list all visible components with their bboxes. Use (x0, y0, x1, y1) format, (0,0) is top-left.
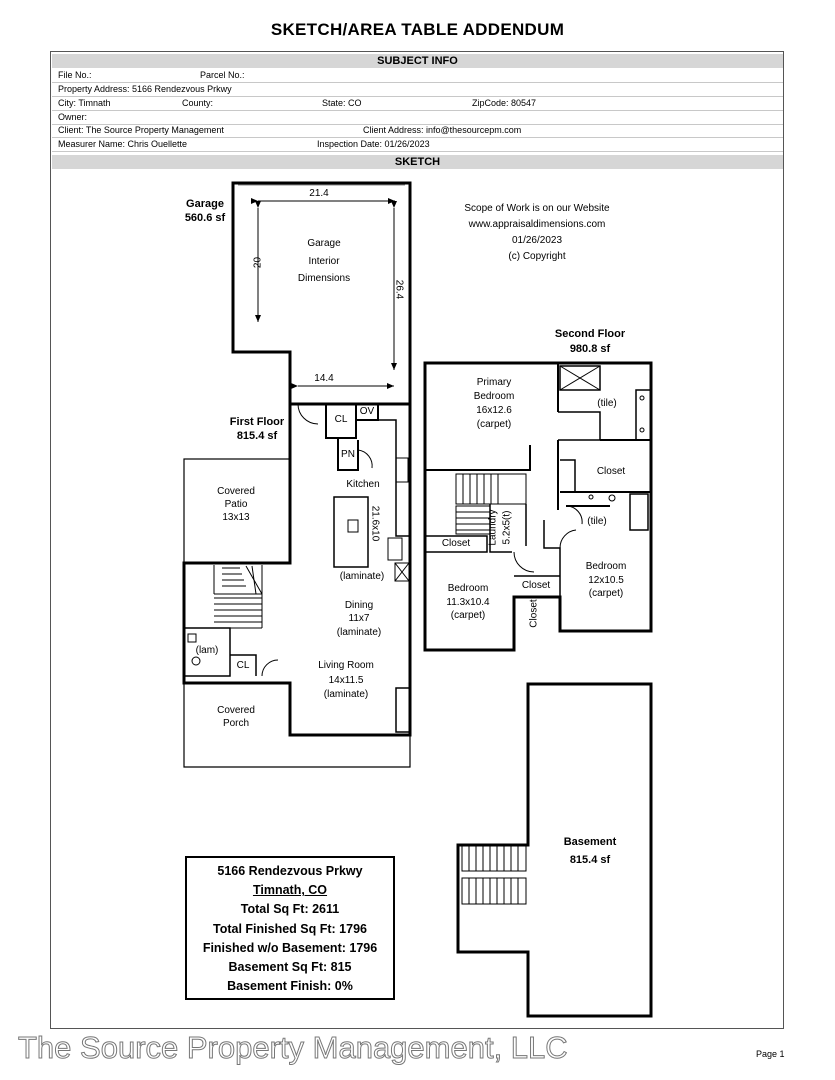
inspection-date: Inspection Date: 01/26/2023 (317, 139, 430, 149)
bedroom-2-l1: Bedroom (447, 583, 489, 594)
garage-dim-top: 21.4 (309, 188, 329, 199)
sketch-header: SKETCH (52, 155, 783, 169)
info-row-measurer: Measurer Name: Chris Ouellette Inspectio… (52, 138, 783, 152)
measurer-name: Measurer Name: Chris Ouellette (58, 139, 188, 149)
info-row-client: Client: The Source Property Management C… (52, 124, 783, 138)
garage-interior-l3: Dimensions (297, 273, 351, 284)
oven-ov: OV (359, 406, 375, 417)
addendum-frame (50, 51, 784, 1029)
client-address: Client Address: info@thesourcepm.com (363, 125, 522, 135)
covered-porch-l1: Covered (217, 705, 255, 716)
primary-bedroom-l2: Bedroom (473, 391, 515, 402)
info-row-city: City: Timnath County: State: CO ZipCode:… (52, 97, 783, 111)
closet-vertical: Closet (528, 599, 540, 628)
primary-bath-tile: (tile) (597, 398, 617, 409)
client: Client: The Source Property Management (58, 125, 224, 135)
living-l2: 14x11.5 (328, 675, 364, 686)
primary-bedroom-l1: Primary (476, 377, 512, 388)
dining-l2: 11x7 (348, 613, 370, 624)
basement-outline (456, 682, 653, 1018)
scope-line-1: Scope of Work is on our Website (464, 203, 610, 214)
laundry-l2: 5.2x5(t) (501, 510, 513, 545)
closet-left: Closet (441, 538, 471, 549)
garage-area: 560.6 sf (184, 212, 226, 224)
info-row-address: Property Address: 5166 Rendezvous Prkwy (52, 83, 783, 97)
closet-cl: CL (334, 414, 348, 425)
closet-primary: Closet (596, 466, 626, 477)
area-summary-box: 5166 Rendezvous Prkwy Timnath, CO Total … (185, 856, 395, 1000)
garage-interior-l2: Interior (308, 256, 340, 267)
dining-l3: (laminate) (336, 627, 382, 638)
watermark: The Source Property Management, LLC (18, 1030, 569, 1066)
first-floor-area: 815.4 sf (236, 430, 278, 442)
primary-bedroom-l4: (carpet) (476, 419, 512, 430)
second-floor-area: 980.8 sf (569, 343, 611, 355)
closet-cl-2: CL (236, 660, 250, 671)
bath-2-tile: (tile) (587, 516, 607, 527)
garage-dimension-arrows (251, 198, 397, 389)
info-row-owner: Owner: (52, 111, 783, 125)
county: County: (182, 98, 214, 108)
summary-basement-finish: Basement Finish: 0% (227, 979, 353, 994)
owner: Owner: (58, 112, 88, 122)
state: State: CO (322, 98, 362, 108)
living-l3: (laminate) (323, 689, 369, 700)
garage-dim-left: 20 (252, 256, 264, 269)
summary-address: 5166 Rendezvous Prkwy (217, 864, 363, 878)
page-number: Page 1 (756, 1049, 785, 1059)
bedroom-2-l3: (carpet) (450, 610, 486, 621)
powder-room-floor: (lam) (195, 645, 219, 656)
covered-patio-l3: 13x13 (222, 512, 250, 523)
basement-title: Basement (563, 836, 617, 848)
second-floor-title: Second Floor (554, 328, 626, 340)
kitchen-floor: (laminate) (339, 571, 385, 582)
garage-dim-right: 26.4 (393, 279, 405, 300)
garage-interior-l1: Garage (307, 238, 341, 249)
covered-porch-outline (183, 683, 411, 768)
first-floor-title: First Floor (229, 416, 285, 428)
summary-total-finished: Total Finished Sq Ft: 1796 (213, 921, 367, 936)
subject-info-header: SUBJECT INFO (52, 54, 783, 68)
covered-porch-l2: Porch (222, 718, 250, 729)
summary-total-sqft: Total Sq Ft: 2611 (240, 902, 340, 917)
info-row-file: File No.: Parcel No.: (52, 69, 783, 83)
covered-patio-outline (183, 458, 291, 564)
covered-patio-l1: Covered (217, 486, 255, 497)
zipcode: ZipCode: 80547 (472, 98, 537, 108)
covered-patio-l2: Patio (224, 499, 248, 510)
summary-basement-sqft: Basement Sq Ft: 815 (228, 960, 352, 975)
bedroom-3-l3: (carpet) (588, 588, 624, 599)
property-address: Property Address: 5166 Rendezvous Prkwy (58, 84, 232, 94)
bedroom-3-l2: 12x10.5 (588, 575, 624, 586)
island-dim: 21.6x10 (369, 505, 381, 542)
scope-line-4: (c) Copyright (508, 251, 566, 262)
kitchen-label: Kitchen (346, 479, 380, 490)
summary-city: Timnath, CO (252, 883, 328, 898)
pantry-pn: PN (341, 449, 355, 460)
living-l1: Living Room (318, 660, 374, 671)
dining-l1: Dining (344, 600, 374, 611)
second-floor-outline (423, 361, 653, 652)
city: City: Timnath (58, 98, 111, 108)
laundry-l1: Laundry (487, 509, 499, 546)
summary-finished-wo-basement: Finished w/o Basement: 1796 (202, 940, 378, 955)
bedroom-2-l2: 11.3x10.4 (446, 597, 490, 608)
scope-line-2: www.appraisaldimensions.com (468, 219, 606, 230)
bedroom-3-l1: Bedroom (585, 561, 627, 572)
garage-outline (231, 181, 412, 406)
closet-center: Closet (521, 580, 551, 591)
garage-title: Garage (186, 198, 224, 210)
scope-line-3: 01/26/2023 (511, 235, 563, 246)
garage-dim-bottom: 14.4 (314, 373, 334, 384)
document-title: SKETCH/AREA TABLE ADDENDUM (270, 20, 565, 39)
file-no: File No.: (58, 70, 92, 80)
primary-bedroom-l3: 16x12.6 (476, 405, 512, 416)
parcel-no: Parcel No.: (200, 70, 245, 80)
basement-area: 815.4 sf (569, 854, 611, 866)
